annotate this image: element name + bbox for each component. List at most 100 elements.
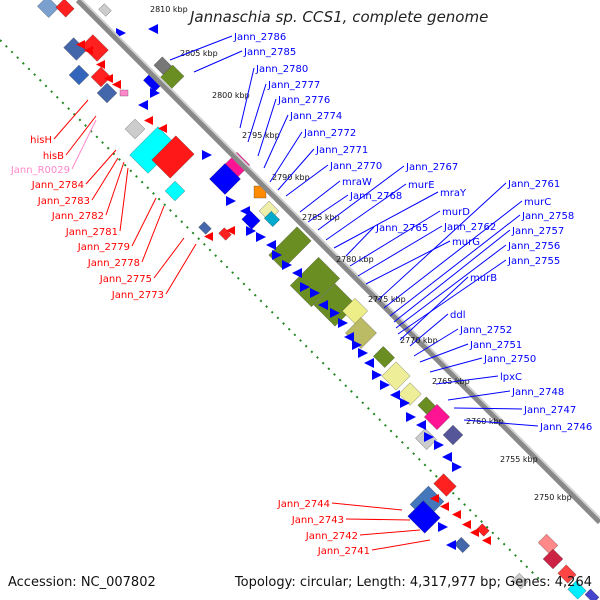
gene-label: Jann_2768 — [349, 191, 402, 202]
gene-label: lpxC — [500, 372, 522, 383]
gene-block — [567, 580, 587, 600]
leader-line — [435, 375, 499, 385]
gene-arrow — [266, 240, 276, 250]
gene-arrow — [226, 226, 235, 235]
leader-line — [395, 244, 507, 329]
leader-line — [53, 99, 89, 140]
leader-line — [141, 205, 165, 263]
gene-label: Jann_2751 — [469, 340, 522, 351]
leader-line — [409, 313, 449, 347]
gene-block — [454, 537, 470, 553]
gene-arrow — [400, 398, 410, 408]
leader-line — [453, 407, 523, 410]
gene-label: Jann_2752 — [459, 325, 512, 336]
leader-line — [263, 114, 289, 169]
leader-line — [239, 67, 255, 129]
leader-line — [447, 390, 511, 401]
gene-block — [313, 283, 357, 327]
genome-backbone — [75, 0, 600, 525]
gene-arrow — [202, 150, 212, 160]
gene-arrow — [430, 494, 439, 503]
leader-line — [119, 167, 129, 232]
gene-arrow — [272, 250, 282, 260]
gene-block — [433, 473, 457, 497]
gene-label: Jann_2743 — [291, 515, 344, 526]
gene-label: Jann_2761 — [507, 179, 560, 190]
gene-label: Jann_2780 — [255, 64, 308, 75]
leader-line — [85, 149, 117, 185]
gene-label: mraW — [342, 177, 372, 188]
scale-label: 2800 kbp — [212, 91, 250, 100]
gene-label: murG — [452, 237, 480, 248]
leader-line — [345, 518, 411, 521]
gene-label: Jann_2741 — [317, 546, 370, 557]
gene-arrow — [442, 452, 452, 462]
gene-arrow — [352, 340, 362, 350]
gene-label: murC — [524, 197, 551, 208]
gene-arrow — [138, 100, 148, 110]
gene-arrow — [390, 390, 400, 400]
gene-block — [407, 500, 441, 534]
leader-line — [71, 119, 97, 170]
gene-arrow — [292, 268, 302, 278]
gene-label: Jann_2786 — [233, 32, 286, 43]
gene-arrow — [150, 88, 160, 98]
gene-arrow — [358, 348, 368, 358]
gene-arrow — [406, 412, 416, 422]
gene-block — [96, 82, 118, 104]
gene-label: Jann_2746 — [539, 422, 592, 433]
gene-label: hisB — [43, 151, 64, 162]
gene-block — [90, 66, 112, 88]
gene-block — [37, 0, 59, 18]
gene-label: murE — [408, 180, 435, 191]
gene-label: Jann_2785 — [243, 47, 296, 58]
gene-label: Jann_2757 — [511, 226, 564, 237]
gene-label: Jann_2773 — [111, 290, 164, 301]
leader-line — [463, 419, 539, 427]
gene-block — [98, 3, 112, 17]
gene-arrow — [470, 528, 479, 537]
gene-arrow — [144, 116, 153, 125]
gene-label: Jann_2778 — [87, 258, 140, 269]
leader-line — [307, 194, 349, 223]
leader-line — [277, 148, 315, 191]
gene-label: murB — [470, 273, 497, 284]
gene-label: hisH — [30, 135, 52, 146]
gene-label: Jann_2774 — [289, 111, 342, 122]
leader-line — [377, 182, 507, 301]
scale-label: 2795 kbp — [242, 131, 280, 140]
feature-layer — [37, 0, 600, 600]
gene-arrow — [452, 462, 462, 472]
scale-label: 2775 kbp — [368, 295, 406, 304]
gene-block — [151, 135, 195, 179]
gene-arrow — [204, 232, 213, 241]
gene-label: Jann_2783 — [37, 196, 90, 207]
gene-label: Jann_2784 — [31, 180, 84, 191]
leader-line — [371, 539, 431, 551]
leader-line — [247, 83, 267, 143]
gene-arrow — [158, 124, 167, 133]
gene-block — [424, 404, 450, 430]
gene-arrow — [310, 288, 320, 298]
gene-arrow — [96, 60, 105, 69]
leader-line — [153, 237, 185, 279]
gene-arrow — [246, 226, 256, 236]
leader-line — [389, 214, 521, 317]
gene-block — [557, 564, 577, 584]
genome-backbone-highlight — [80, 0, 600, 520]
scale-label: 2755 kbp — [500, 455, 538, 464]
gene-arrow — [104, 74, 113, 83]
gene-label: Jann_2747 — [523, 405, 576, 416]
gene-arrow — [372, 370, 382, 380]
gene-block — [373, 346, 395, 368]
gene-label: Jann_2770 — [329, 161, 382, 172]
leader-line — [419, 343, 469, 363]
leader-line — [383, 200, 523, 309]
gene-block — [119, 89, 129, 97]
gene-label: Jann_2748 — [511, 387, 564, 398]
gene-label: Jann_2744 — [277, 499, 330, 510]
leader-line — [357, 225, 443, 277]
gene-arrow — [482, 536, 491, 545]
